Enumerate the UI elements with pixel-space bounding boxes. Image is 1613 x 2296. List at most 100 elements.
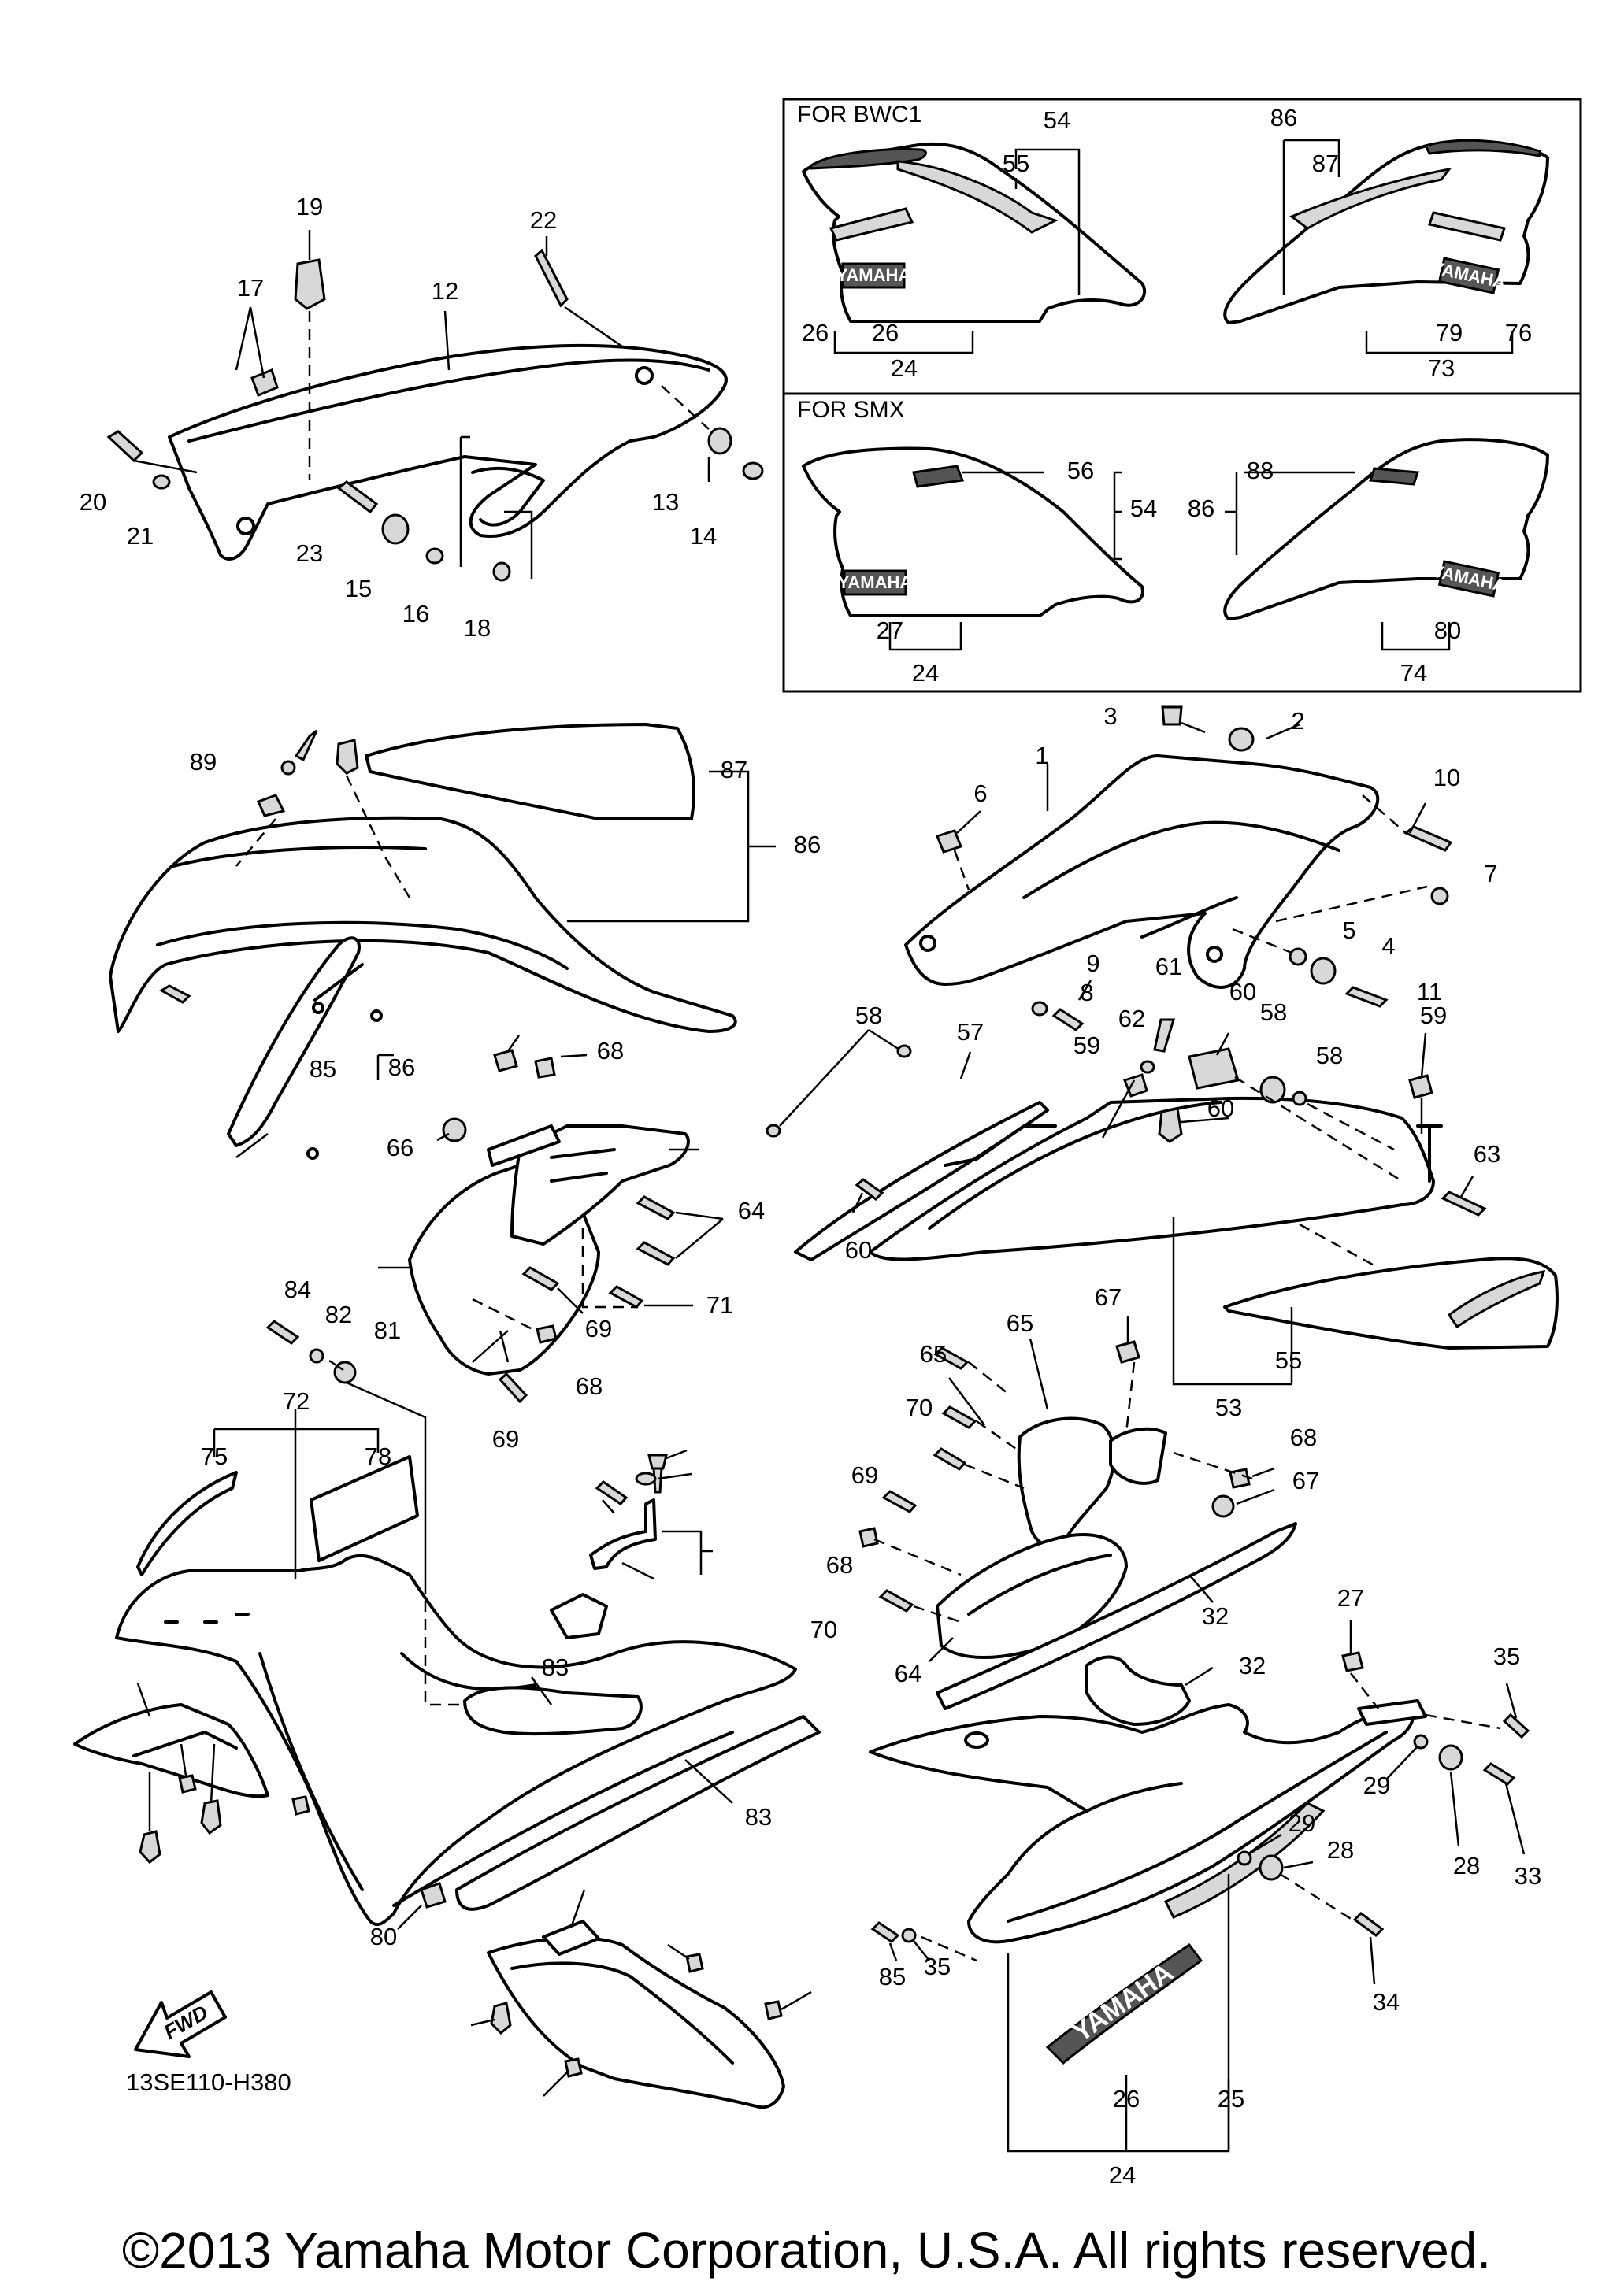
part-66-bolt <box>265 1320 300 1345</box>
callout-59: 76 <box>1505 319 1532 346</box>
leader-86e <box>543 2072 568 2097</box>
leader-smx-68-69 <box>1225 471 1355 555</box>
part-11-bolt <box>1344 986 1389 1008</box>
leader-smx-35-36 <box>962 471 1122 561</box>
leader-78 <box>657 1472 692 1480</box>
leader-71 <box>376 1054 394 1080</box>
leader-86c <box>667 1943 690 1961</box>
callout-24: 24 <box>1109 2161 1136 2189</box>
leader-86 <box>180 1743 187 1776</box>
callout-38: 58 <box>1260 998 1287 1026</box>
leader-9 <box>1077 980 1092 1001</box>
part-68-inner <box>156 920 569 970</box>
leader-49 <box>929 1637 954 1662</box>
callout-29: 29 <box>1363 1772 1390 1799</box>
callout-26: 26 <box>872 319 899 346</box>
part-85-under-cowl <box>487 1936 785 2109</box>
callout-41: 59 <box>1073 1031 1100 1059</box>
callout-67: 85 <box>879 1963 906 1990</box>
inset-smx-header: FOR SMX <box>797 397 905 423</box>
leader-36-dash <box>1299 1223 1379 1269</box>
part-1-hole-b <box>1206 946 1223 963</box>
group-side-cowling-left: 89 87 86 85 86 <box>109 723 821 1160</box>
part-61-nut <box>420 1882 447 1909</box>
callout-4: 4 <box>1381 932 1395 960</box>
part-38-grommet <box>1259 1076 1286 1104</box>
part-37-trim-strip <box>794 1101 1049 1261</box>
part-74-screw <box>294 729 318 762</box>
leader-30 <box>1188 1574 1214 1603</box>
callout-50: 65 <box>1007 1309 1033 1337</box>
part-29-collar-bracket <box>1357 1699 1427 1726</box>
bwc1-left-emblem <box>829 207 914 242</box>
part-43-block <box>1188 1047 1240 1090</box>
part-20-bolt <box>106 430 144 463</box>
part-73-rivet <box>336 739 359 775</box>
leader-37 <box>959 1051 972 1079</box>
part-75-washer <box>280 760 296 776</box>
part-48-bolt <box>1441 1191 1487 1217</box>
part-28-grommet-b <box>1259 1854 1284 1881</box>
part-42-nut <box>1408 1074 1433 1099</box>
leader-55-dash-right <box>873 1538 962 1576</box>
callout-63: 82 <box>325 1301 352 1328</box>
part-56-bolt-b <box>498 1372 528 1404</box>
group-under-cowl-85 <box>470 1889 812 2109</box>
leader-29a <box>1385 1746 1418 1780</box>
part-29-collar-a <box>1413 1734 1429 1750</box>
callout-26: 27 <box>877 617 903 644</box>
part-57-bolt <box>608 1285 644 1309</box>
part-71-screw-a <box>312 1002 324 1014</box>
part-35-inner <box>928 1101 1222 1230</box>
leader-65 <box>530 1676 553 1705</box>
callout-65: 83 <box>542 1653 569 1681</box>
part-51-bolt-b <box>636 1241 676 1266</box>
bwc1-right-stripe <box>1289 167 1452 230</box>
group-bracket-79 <box>589 1449 713 1580</box>
callout-70: 85 <box>310 1055 336 1083</box>
part-68-top-edge <box>172 846 427 868</box>
group-rear-cover: 19 17 12 22 20 21 13 14 23 15 16 18 <box>80 193 764 642</box>
callout-28: 28 <box>1453 1852 1480 1879</box>
leader-52-right <box>1236 1488 1275 1505</box>
part-44-bolt <box>855 1178 884 1201</box>
part-54-bracket-right <box>1109 1427 1167 1485</box>
part-12-inner-line <box>187 358 710 443</box>
part-37-detail <box>944 1124 1057 1167</box>
callout-2: 2 <box>1291 707 1304 735</box>
leader-bwc1-58 <box>1365 331 1514 354</box>
callout-58: 74 <box>1400 659 1427 687</box>
group-inner-panel-88 <box>73 1683 310 1865</box>
part-84-nut <box>493 1049 518 1072</box>
leader-18 <box>504 510 533 579</box>
callout-42: 59 <box>1420 1002 1447 1029</box>
callout-18: 18 <box>464 614 491 642</box>
leader-28a <box>1449 1771 1460 1847</box>
part-6-nut <box>936 829 962 854</box>
callout-32: 33 <box>1515 1862 1541 1890</box>
leader-31 <box>1185 1666 1214 1687</box>
callout-35: 54 <box>1130 494 1157 522</box>
bwc1-left-stripe <box>896 160 1059 234</box>
leader-89 <box>210 1743 216 1804</box>
callout-52: 67 <box>1292 1467 1319 1494</box>
leader-55-dash <box>472 1298 536 1332</box>
part-9-washer <box>1031 1001 1048 1017</box>
callout-44: 60 <box>845 1236 872 1264</box>
part-40-washer-a <box>896 1044 912 1058</box>
part-30-strip <box>936 1522 1297 1710</box>
callout-30: 32 <box>1202 1602 1229 1630</box>
callout-57: 71 <box>706 1291 733 1319</box>
leader-62 <box>346 1381 427 1583</box>
part-49-rib <box>967 1554 1112 1616</box>
part-59-graphic <box>136 1471 238 1576</box>
part-76-bolt <box>159 984 191 1004</box>
part-7-collar <box>1430 887 1449 905</box>
leader-41 <box>1101 1079 1136 1139</box>
leader-33 <box>1505 1683 1518 1719</box>
part-54-bracket <box>487 1124 561 1167</box>
callout-19: 19 <box>296 193 323 220</box>
part-58-inner-edge <box>258 1652 364 1891</box>
callout-40: 58 <box>855 1002 882 1029</box>
part-34-washer <box>901 1928 917 1943</box>
